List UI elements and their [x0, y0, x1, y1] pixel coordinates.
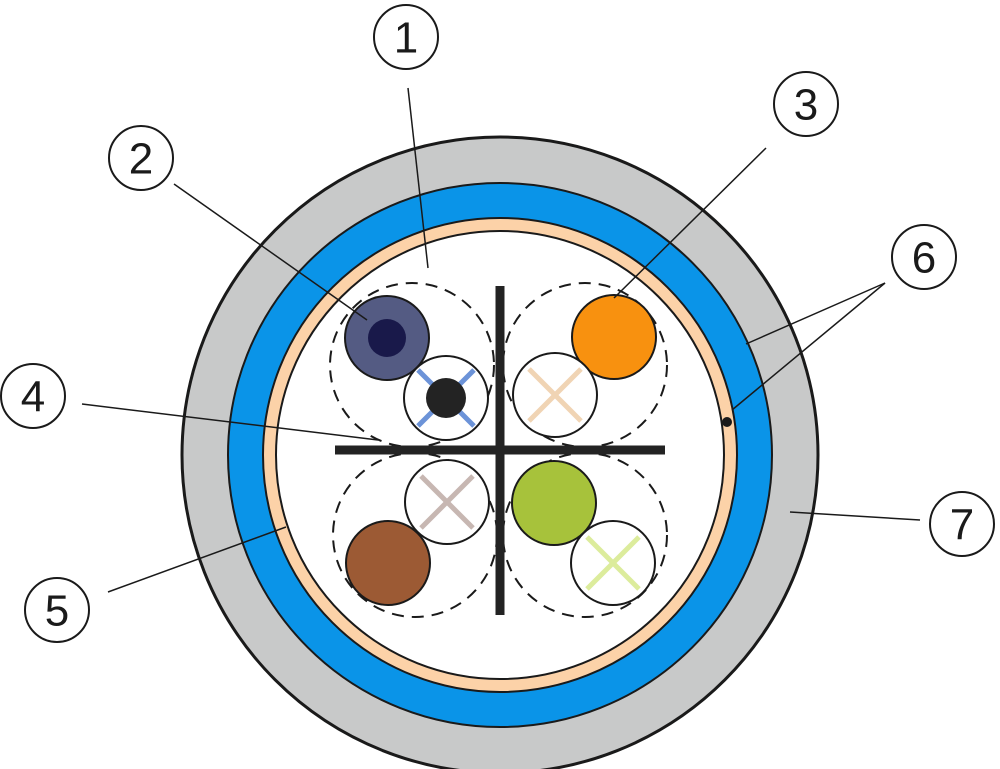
- callout-circle-1: [373, 4, 439, 70]
- callout-7: 7: [929, 491, 995, 557]
- callout-circle-6: [891, 224, 957, 290]
- leader-line-1: [407, 87, 429, 269]
- callout-6: 6: [891, 224, 957, 290]
- callout-label-7: 7: [950, 501, 974, 550]
- wire-blue-solid-core: [368, 319, 406, 357]
- wire-pair-blue: [344, 295, 489, 441]
- callout-label-3: 3: [794, 81, 818, 130]
- wire-green-solid: [511, 460, 597, 546]
- wire-brown-stripe-2: [419, 474, 475, 530]
- leader-lines: [81, 87, 921, 593]
- callout-label-2: 2: [129, 135, 153, 184]
- callout-circle-7: [929, 491, 995, 557]
- wire-pair-green: [511, 460, 656, 606]
- wire-orange-stripe-2: [527, 367, 583, 423]
- leader-line-4: [81, 403, 379, 441]
- callout-3: 3: [773, 71, 839, 137]
- leader-line-6b: [731, 282, 886, 411]
- callout-label-1: 1: [394, 14, 418, 63]
- leader-line-7: [789, 511, 921, 521]
- leader-line-2: [173, 183, 368, 321]
- leader-line-5: [107, 526, 287, 593]
- callout-4: 4: [0, 363, 66, 429]
- callout-2: 2: [108, 125, 174, 191]
- callout-circle-3: [773, 71, 839, 137]
- callout-circle-5: [24, 577, 90, 643]
- callout-5: 5: [24, 577, 90, 643]
- wire-brown-solid: [345, 520, 431, 606]
- callout-1: 1: [373, 4, 439, 70]
- wire-green-stripe-2: [585, 535, 641, 591]
- callout-label-5: 5: [45, 587, 69, 636]
- callout-label-4: 4: [21, 373, 45, 422]
- leader-line-6a: [745, 282, 886, 345]
- wire-blue-striped-core: [426, 378, 466, 418]
- wire-pair-orange: [512, 294, 657, 438]
- callout-circle-2: [108, 125, 174, 191]
- wire-pair-brown: [345, 459, 490, 606]
- callout-circle-4: [0, 363, 66, 429]
- wire-orange-solid: [571, 294, 657, 380]
- leader-line-3: [613, 147, 767, 299]
- drain-wire: [722, 417, 732, 427]
- callout-label-6: 6: [912, 234, 936, 283]
